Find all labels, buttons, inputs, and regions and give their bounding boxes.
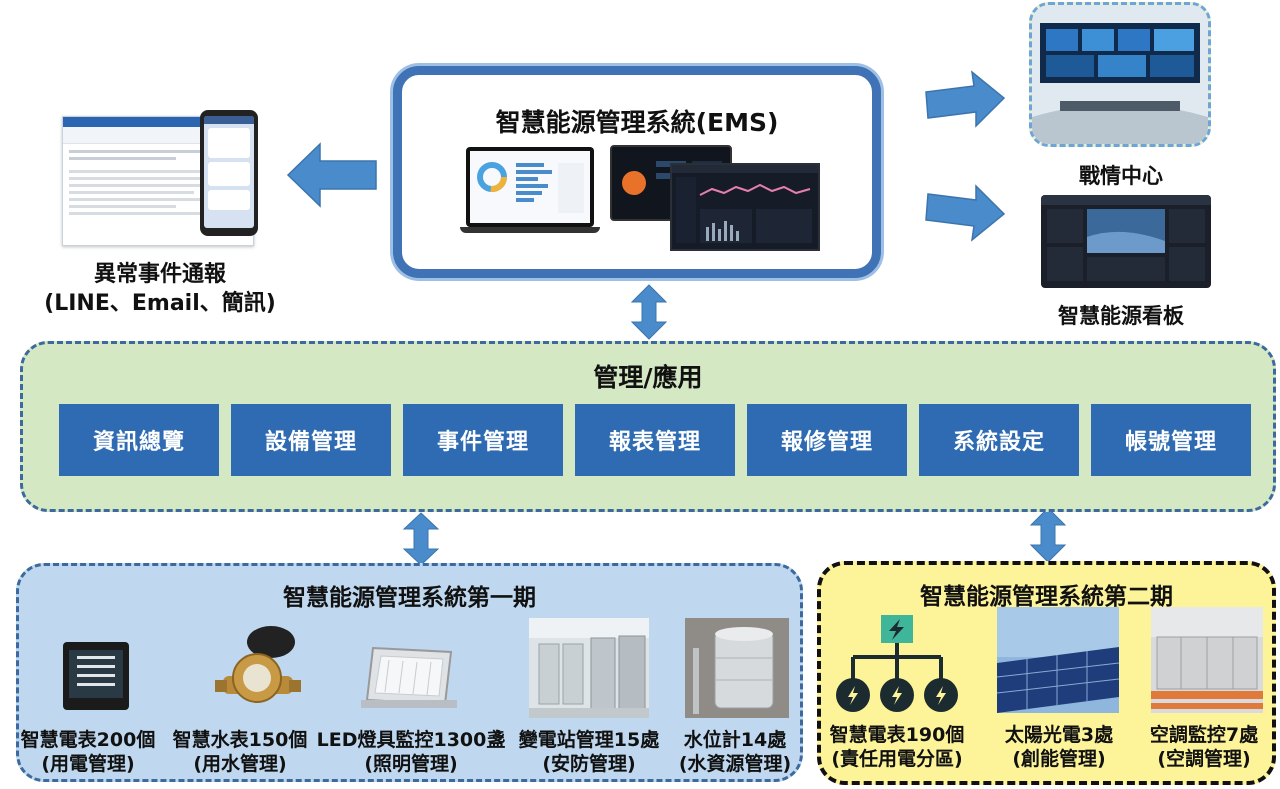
dashboard-label: 智慧能源看板 [1058,304,1184,328]
mgmt-button-overview[interactable]: 資訊總覽 [59,404,219,476]
ems-title: 智慧能源管理系統(EMS) [495,108,779,137]
arrow-left-icon [286,142,378,208]
phase1-item-sub: (安防管理) [542,753,636,775]
phase2-item-sub: (責任用電分區) [831,748,963,770]
double-arrow-icon [630,284,668,344]
alerts-screenshot [62,110,262,246]
ems-laptop [460,147,600,237]
dashboard-image [1041,195,1211,288]
phase1-item-sub: (水資源管理) [678,753,792,775]
arrow-right-icon [924,70,1006,130]
war-room-image [1029,2,1211,147]
arrow-right-icon [924,182,1006,242]
phase1-item-sub: (用水管理) [193,753,287,775]
double-arrow-icon [402,512,440,570]
management-panel: 管理/應用 資訊總覽 設備管理 事件管理 報表管理 報修管理 系統設定 帳號管理 [20,341,1276,512]
phase2-item-sub: (空調管理) [1157,748,1251,770]
mgmt-button-repair[interactable]: 報修管理 [747,404,907,476]
alerts-subtitle: (LINE、Email、簡訊) [44,291,276,316]
substation-image [529,618,649,718]
phase2-item-name: 太陽光電3處 [1004,724,1114,746]
mgmt-button-settings[interactable]: 系統設定 [919,404,1079,476]
phase1-title: 智慧能源管理系統第一期 [283,585,536,611]
phase2-panel: 智慧能源管理系統第二期 [817,561,1276,785]
phase1-item-name: 水位計14處 [683,729,787,751]
ems-monitor [670,163,820,251]
phase1-item-sub: (照明管理) [364,753,458,775]
management-title: 管理/應用 [593,363,703,392]
phase1-item-name: 智慧電表200個 [20,729,156,751]
mgmt-button-events[interactable]: 事件管理 [403,404,563,476]
power-meter-image [63,642,129,710]
phase1-item-name: LED燈具監控1300盞 [316,729,506,751]
phone-device [200,110,258,236]
cooling-tower-image [1151,607,1263,713]
phase2-item-name: 空調監控7處 [1149,724,1259,746]
solar-panel-image [997,607,1119,713]
double-arrow-icon [1029,507,1067,567]
alerts-title: 異常事件通報 [93,262,226,287]
mgmt-button-equipment[interactable]: 設備管理 [231,404,391,476]
phase1-item-name: 智慧水表150個 [172,729,308,751]
led-fixture-image [359,642,459,716]
phase2-item-name: 智慧電表190個 [829,724,965,746]
phase1-item-sub: (用電管理) [41,753,135,775]
war-room-label: 戰情中心 [1079,164,1163,188]
phase2-title: 智慧能源管理系統第二期 [920,584,1173,610]
water-meter-image [215,618,301,710]
lightning-icon [831,613,963,717]
phase1-item-name: 變電站管理15處 [518,729,660,751]
ems-panel: 智慧能源管理系統(EMS) [393,66,881,278]
mgmt-button-accounts[interactable]: 帳號管理 [1091,404,1251,476]
water-tank-image [685,618,789,718]
phase2-item-sub: (創能管理) [1012,748,1106,770]
phase1-panel: 智慧能源管理系統第一期 [16,563,803,782]
mgmt-button-reports[interactable]: 報表管理 [575,404,735,476]
